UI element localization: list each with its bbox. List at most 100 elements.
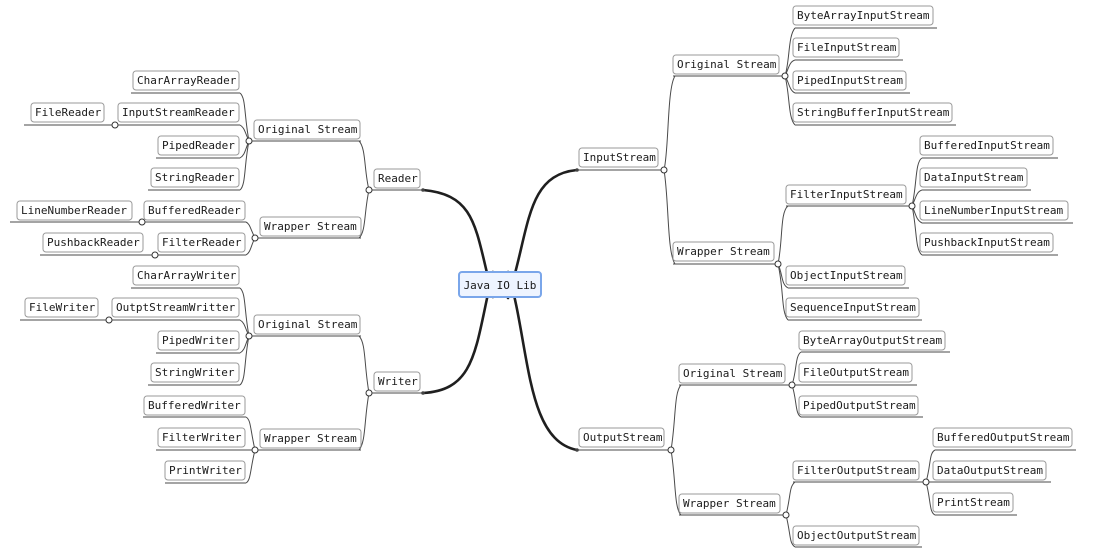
node-pipedoutputstream[interactable]: PipedOutputStream <box>798 395 919 416</box>
node-writer-wrapper-stream[interactable]: Wrapper Stream <box>259 428 362 449</box>
svg-text:FileOutputStream: FileOutputStream <box>803 366 909 379</box>
svg-text:BufferedInputStream: BufferedInputStream <box>924 139 1050 152</box>
node-pushbackreader[interactable]: PushbackReader <box>42 232 144 253</box>
svg-text:FileReader: FileReader <box>35 106 102 119</box>
svg-text:Original Stream: Original Stream <box>258 318 358 331</box>
node-stringwriter[interactable]: StringWriter <box>150 362 240 383</box>
node-inputstreamreader[interactable]: InputStreamReader <box>117 102 240 123</box>
svg-text:CharArrayWriter: CharArrayWriter <box>137 269 237 282</box>
node-writer[interactable]: Writer <box>373 371 421 392</box>
svg-text:Reader: Reader <box>378 172 418 185</box>
svg-text:ObjectInputStream: ObjectInputStream <box>790 269 903 282</box>
svg-text:Wrapper Stream: Wrapper Stream <box>264 220 357 233</box>
node-printwriter[interactable]: PrintWriter <box>164 460 246 481</box>
svg-text:Writer: Writer <box>378 375 418 388</box>
svg-text:StringReader: StringReader <box>155 171 235 184</box>
node-reader[interactable]: Reader <box>373 168 421 189</box>
svg-text:InputStream: InputStream <box>583 151 656 164</box>
node-input-original-stream[interactable]: Original Stream <box>672 54 780 75</box>
svg-text:BufferedWriter: BufferedWriter <box>148 399 241 412</box>
node-datainputstream[interactable]: DataInputStream <box>919 167 1028 188</box>
svg-text:PipedWriter: PipedWriter <box>162 334 235 347</box>
svg-text:Wrapper Stream: Wrapper Stream <box>677 245 770 258</box>
node-bufferedoutputstream[interactable]: BufferedOutputStream <box>932 427 1073 448</box>
svg-text:FilterOutputStream: FilterOutputStream <box>797 464 917 477</box>
svg-text:OutptStreamWritter: OutptStreamWritter <box>116 301 236 314</box>
node-filewriter[interactable]: FileWriter <box>24 297 99 318</box>
node-pipedinputstream[interactable]: PipedInputStream <box>792 70 907 91</box>
svg-text:PrintStream: PrintStream <box>937 496 1010 509</box>
edge-root-outputstream <box>506 270 579 452</box>
node-outputstream[interactable]: OutputStream <box>578 427 665 448</box>
svg-text:FilterReader: FilterReader <box>162 236 242 249</box>
root-label: Java IO Lib <box>464 279 537 292</box>
node-bytearrayoutputstream[interactable]: ByteArrayOutputStream <box>798 330 946 351</box>
node-bytearrayinputstream[interactable]: ByteArrayInputStream <box>792 5 934 26</box>
svg-text:SequenceInputStream: SequenceInputStream <box>790 301 916 314</box>
node-bufferedreader[interactable]: BufferedReader <box>143 200 246 221</box>
svg-text:Original Stream: Original Stream <box>683 367 783 380</box>
svg-text:StringWriter: StringWriter <box>155 366 235 379</box>
node-printstream[interactable]: PrintStream <box>932 492 1014 513</box>
svg-text:DataOutputStream: DataOutputStream <box>937 464 1043 477</box>
node-pipedwriter[interactable]: PipedWriter <box>157 330 240 351</box>
svg-text:LineNumberReader: LineNumberReader <box>21 204 127 217</box>
svg-text:LineNumberInputStream: LineNumberInputStream <box>924 204 1063 217</box>
node-fileinputstream[interactable]: FileInputStream <box>792 37 900 58</box>
node-filereader[interactable]: FileReader <box>30 102 105 123</box>
node-dataoutputstream[interactable]: DataOutputStream <box>932 460 1047 481</box>
svg-text:Wrapper Stream: Wrapper Stream <box>683 497 776 510</box>
node-pushbackinputstream[interactable]: PushbackInputStream <box>919 232 1054 253</box>
node-pipedreader[interactable]: PipedReader <box>157 135 240 156</box>
svg-text:FileInputStream: FileInputStream <box>797 41 897 54</box>
node-bufferedwriter[interactable]: BufferedWriter <box>143 395 246 416</box>
svg-text:PrintWriter: PrintWriter <box>169 464 242 477</box>
svg-text:PipedOutputStream: PipedOutputStream <box>803 399 916 412</box>
node-bufferedinputstream[interactable]: BufferedInputStream <box>919 135 1054 156</box>
svg-text:InputStreamReader: InputStreamReader <box>122 106 235 119</box>
node-fileoutputstream[interactable]: FileOutputStream <box>798 362 913 383</box>
node-output-original-stream[interactable]: Original Stream <box>678 363 786 384</box>
node-sequenceinputstream[interactable]: SequenceInputStream <box>785 297 920 318</box>
svg-text:BufferedReader: BufferedReader <box>148 204 241 217</box>
node-filterreader[interactable]: FilterReader <box>157 232 246 253</box>
node-objectinputstream[interactable]: ObjectInputStream <box>785 265 906 286</box>
svg-text:StringBufferInputStream: StringBufferInputStream <box>797 106 950 119</box>
node-inputstream[interactable]: InputStream <box>578 147 659 168</box>
svg-text:ByteArrayInputStream: ByteArrayInputStream <box>797 9 930 22</box>
svg-text:Original Stream: Original Stream <box>677 58 777 71</box>
node-reader-original-stream[interactable]: Original Stream <box>253 119 361 140</box>
svg-text:PushbackReader: PushbackReader <box>47 236 140 249</box>
node-filterwriter[interactable]: FilterWriter <box>157 427 246 448</box>
node-reader-wrapper-stream[interactable]: Wrapper Stream <box>259 216 362 237</box>
node-filteroutputstream[interactable]: FilterOutputStream <box>792 460 920 481</box>
node-chararrayreader[interactable]: CharArrayReader <box>132 70 240 91</box>
node-objectoutputstream[interactable]: ObjectOutputStream <box>792 525 920 546</box>
svg-text:PushbackInputStream: PushbackInputStream <box>924 236 1050 249</box>
svg-text:ObjectOutputStream: ObjectOutputStream <box>797 529 917 542</box>
node-output-wrapper-stream[interactable]: Wrapper Stream <box>678 493 781 514</box>
node-filterinputstream[interactable]: FilterInputStream <box>785 184 907 205</box>
svg-text:FileWriter: FileWriter <box>29 301 96 314</box>
node-stringbufferinputstream[interactable]: StringBufferInputStream <box>792 102 953 123</box>
svg-text:ByteArrayOutputStream: ByteArrayOutputStream <box>803 334 942 347</box>
svg-text:BufferedOutputStream: BufferedOutputStream <box>937 431 1070 444</box>
svg-text:CharArrayReader: CharArrayReader <box>137 74 237 87</box>
svg-text:DataInputStream: DataInputStream <box>924 171 1024 184</box>
svg-text:PipedInputStream: PipedInputStream <box>797 74 903 87</box>
svg-text:PipedReader: PipedReader <box>162 139 235 152</box>
node-chararraywriter[interactable]: CharArrayWriter <box>132 265 240 286</box>
node-linenumberinputstream[interactable]: LineNumberInputStream <box>919 200 1069 221</box>
svg-text:Original Stream: Original Stream <box>258 123 358 136</box>
svg-text:FilterInputStream: FilterInputStream <box>790 188 903 201</box>
node-writer-original-stream[interactable]: Original Stream <box>253 314 361 335</box>
root-node[interactable]: Java IO Lib <box>458 271 542 298</box>
svg-text:Wrapper Stream: Wrapper Stream <box>264 432 357 445</box>
svg-text:OutputStream: OutputStream <box>583 431 663 444</box>
svg-text:FilterWriter: FilterWriter <box>162 431 242 444</box>
node-outptstreamwritter[interactable]: OutptStreamWritter <box>111 297 240 318</box>
node-input-wrapper-stream[interactable]: Wrapper Stream <box>672 241 775 262</box>
node-stringreader[interactable]: StringReader <box>150 167 240 188</box>
node-linenumberreader[interactable]: LineNumberReader <box>16 200 133 221</box>
